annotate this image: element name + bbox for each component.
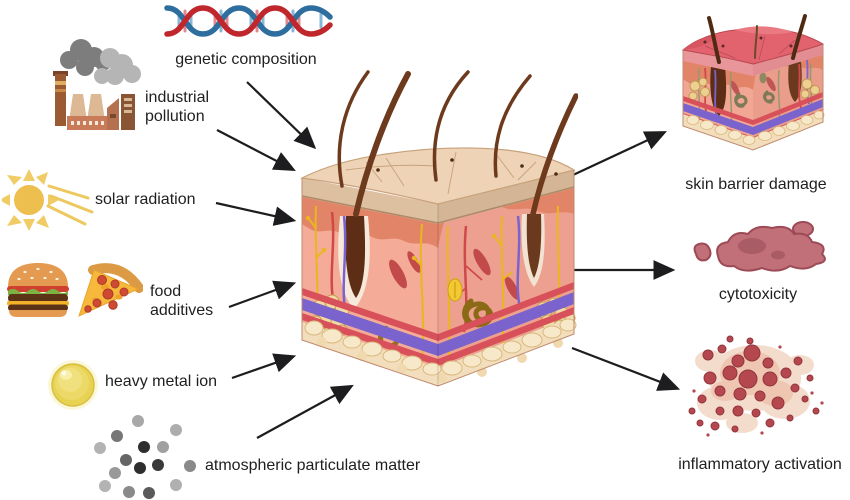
arrow-particulate-to-skin: [256, 384, 354, 439]
pizza-icon: [78, 263, 143, 317]
burger-icon: [7, 263, 69, 317]
label-skin-barrier-damage: skin barrier damage: [685, 176, 827, 193]
label-cytotoxicity: cytotoxicity: [718, 286, 798, 303]
damaged-skin-illustration: [681, 14, 825, 151]
arrow-metal-to-skin: [231, 353, 297, 380]
label-heavy-metal-ion: heavy metal ion: [105, 373, 218, 390]
label-solar-radiation: solar radiation: [95, 191, 196, 208]
arrow-skin-to-inflammation: [571, 346, 681, 391]
label-atmospheric-particulate-matter: atmospheric particulate matter: [205, 457, 421, 474]
metal-ion-icon: [48, 360, 98, 410]
skin-cross-section-illustration: [299, 70, 578, 387]
arrow-solar-to-skin: [215, 201, 297, 226]
factory-icon: [53, 39, 141, 130]
arrow-skin-to-barrier: [572, 131, 667, 176]
label-industrial-pollution: industrial pollution: [145, 89, 210, 126]
arrow-food-to-skin: [228, 280, 297, 309]
arrow-industrial-to-skin: [216, 129, 296, 172]
inflammation-illustration: [688, 335, 824, 437]
label-inflammatory-activation: inflammatory activation: [678, 456, 842, 473]
cytotoxicity-blob-illustration: [693, 221, 826, 272]
dna-icon: [164, 5, 333, 37]
sun-icon: [2, 169, 94, 231]
arrow-genetic-to-skin: [246, 81, 317, 150]
label-genetic-composition: genetic composition: [175, 51, 317, 68]
label-food-additives: food additives: [150, 283, 214, 320]
particulate-icon: [94, 415, 196, 499]
